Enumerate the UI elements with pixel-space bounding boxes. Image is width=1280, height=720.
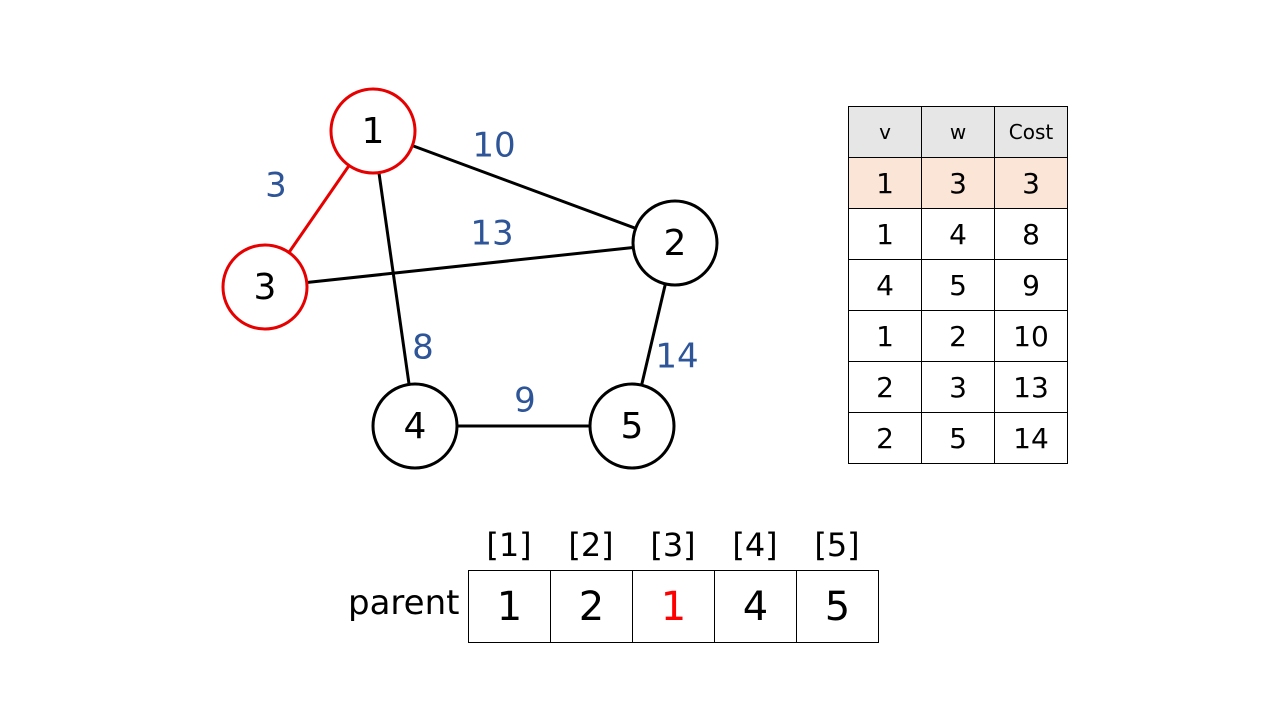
edge-weight-4-5: 9 bbox=[514, 381, 536, 421]
node-5: 5 bbox=[588, 382, 676, 470]
node-2: 2 bbox=[631, 199, 719, 287]
edge-table-cell-w: 3 bbox=[921, 157, 995, 209]
edge-table-cell-w: 4 bbox=[921, 208, 995, 260]
edge-table-cell-cost: 10 bbox=[994, 310, 1068, 362]
node-circle-5 bbox=[588, 382, 676, 470]
edge-table-cell-v: 1 bbox=[848, 208, 922, 260]
edge-table-cell-cost: 3 bbox=[994, 157, 1068, 209]
node-circle-3 bbox=[221, 243, 309, 331]
edge-weight-1-3: 3 bbox=[265, 166, 287, 206]
parent-array-index: [4] bbox=[732, 526, 778, 564]
edge-1-4 bbox=[377, 172, 411, 385]
node-circle-4 bbox=[371, 382, 459, 470]
edge-weight-1-4: 8 bbox=[412, 328, 434, 368]
node-label-4: 4 bbox=[404, 406, 427, 447]
edge-table-header-v: v bbox=[848, 106, 922, 158]
graph-edge-weights: 3 10 13 8 14 9 bbox=[265, 126, 698, 421]
parent-array-cell: 1 bbox=[468, 570, 551, 643]
edge-table-header-row: v w Cost bbox=[848, 106, 1068, 158]
parent-array-label: parent bbox=[348, 583, 460, 623]
edge-table-cell-v: 4 bbox=[848, 259, 922, 311]
edge-table-header-w: w bbox=[921, 106, 995, 158]
node-label-5: 5 bbox=[621, 406, 644, 447]
node-3: 3 bbox=[221, 243, 309, 331]
edge-weight-3-2: 13 bbox=[470, 214, 513, 254]
node-label-3: 3 bbox=[254, 267, 277, 308]
parent-array-indices: [1] [2] [3] [4] [5] bbox=[468, 526, 878, 564]
edge-table-cell-v: 2 bbox=[848, 412, 922, 464]
edge-table-cell-w: 3 bbox=[921, 361, 995, 413]
parent-array-index: [3] bbox=[650, 526, 696, 564]
edge-1-2 bbox=[411, 144, 637, 230]
edge-3-2 bbox=[306, 245, 634, 285]
graph-edges bbox=[287, 144, 667, 428]
parent-array-cell: 2 bbox=[550, 570, 633, 643]
edge-2-5 bbox=[640, 283, 667, 386]
node-4: 4 bbox=[371, 382, 459, 470]
edge-table-cell-v: 1 bbox=[848, 310, 922, 362]
edge-table-cell-w: 2 bbox=[921, 310, 995, 362]
graph-nodes: 1 2 3 4 5 bbox=[221, 87, 719, 470]
edge-table-cell-cost: 9 bbox=[994, 259, 1068, 311]
edge-table-cell-v: 1 bbox=[848, 157, 922, 209]
edge-weight-2-5: 14 bbox=[655, 337, 698, 377]
edge-table-cell-cost: 14 bbox=[994, 412, 1068, 464]
parent-array-index: [1] bbox=[486, 526, 532, 564]
node-circle-1 bbox=[329, 87, 417, 175]
parent-array-index: [5] bbox=[814, 526, 860, 564]
parent-array-cell: 1 bbox=[632, 570, 715, 643]
edge-table-header-cost: Cost bbox=[994, 106, 1068, 158]
edge-table-cell-cost: 13 bbox=[994, 361, 1068, 413]
node-label-1: 1 bbox=[362, 111, 385, 152]
parent-array-index: [2] bbox=[568, 526, 614, 564]
graph-diagram: 3 10 13 8 14 9 1 2 3 4 5 bbox=[221, 87, 719, 470]
edge-1-3 bbox=[287, 164, 351, 254]
edge-table-cell-cost: 8 bbox=[994, 208, 1068, 260]
edge-table-cell-v: 2 bbox=[848, 361, 922, 413]
parent-array-cell: 5 bbox=[796, 570, 879, 643]
node-label-2: 2 bbox=[664, 223, 687, 264]
edge-weight-1-2: 10 bbox=[472, 126, 515, 166]
node-1: 1 bbox=[329, 87, 417, 175]
parent-array-cell: 4 bbox=[714, 570, 797, 643]
node-circle-2 bbox=[631, 199, 719, 287]
edge-table-cell-w: 5 bbox=[921, 412, 995, 464]
edge-table-cell-w: 5 bbox=[921, 259, 995, 311]
